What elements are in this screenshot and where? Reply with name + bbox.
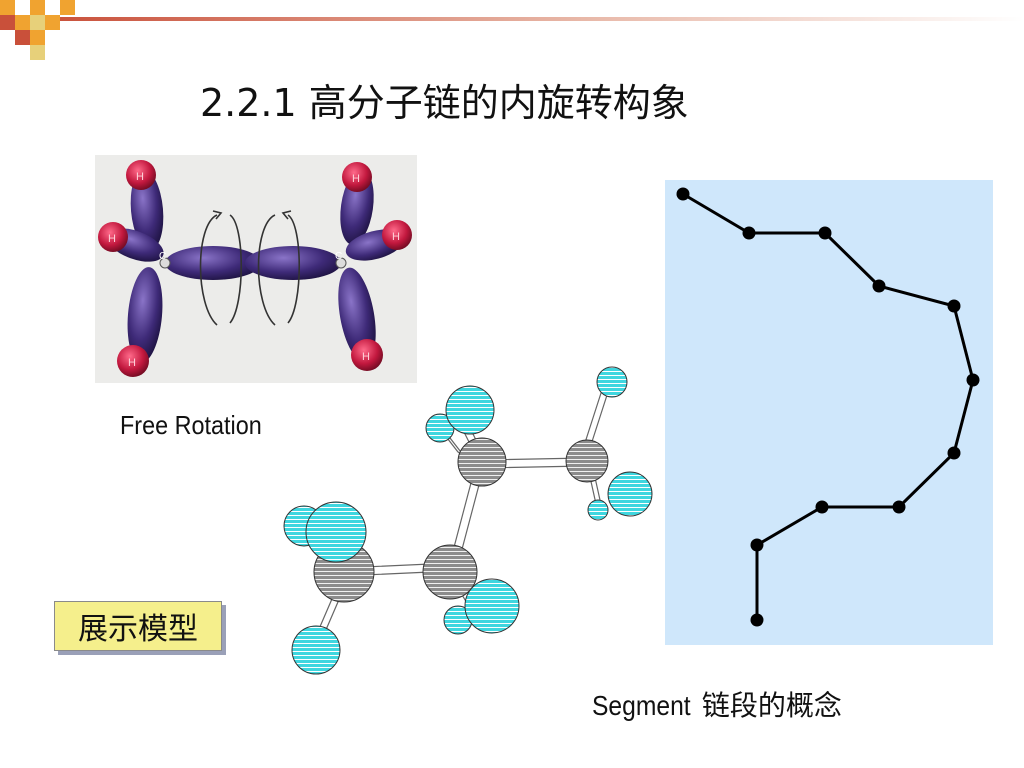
hydrogen-atom — [305, 501, 367, 563]
hydrogen-atom — [596, 366, 628, 398]
free-rotation-figure: H H H C C H H H — [95, 155, 417, 383]
orbital-lobe — [165, 246, 261, 280]
chain-node — [750, 538, 764, 552]
chain-node — [947, 446, 961, 460]
chain-node — [966, 373, 980, 387]
ball-stick-model — [283, 366, 653, 675]
segment-caption: Segment 链段的概念 — [592, 684, 842, 724]
hydrogen-atom — [291, 625, 341, 675]
atom-label: H — [136, 171, 144, 183]
chain-node — [676, 187, 690, 201]
header-square — [15, 30, 30, 45]
hydrogen-atom — [351, 339, 383, 371]
page-title: 2.2.1 高分子链的内旋转构象 — [200, 81, 689, 125]
chain-node — [742, 226, 756, 240]
orbital-lobe — [338, 267, 376, 363]
header-square — [60, 0, 75, 15]
header-square — [45, 15, 60, 30]
atom-label: H — [108, 233, 116, 245]
header-square — [0, 0, 15, 15]
header-square — [30, 0, 45, 15]
hydrogen-atom — [607, 471, 653, 517]
hydrogen-atom — [342, 162, 372, 192]
hydrogen-atom — [126, 160, 156, 190]
chain-node — [892, 500, 906, 514]
show-model-button[interactable]: 展示模型 — [54, 601, 222, 651]
hydrogen-atom — [98, 222, 128, 252]
chain-node — [818, 226, 832, 240]
carbon-atom — [565, 439, 609, 483]
free-rotation-caption: Free Rotation — [120, 410, 262, 440]
header-square — [30, 30, 45, 45]
atom-label: H — [352, 173, 360, 185]
header-square — [15, 15, 30, 30]
chain-node — [750, 613, 764, 627]
rotation-arrow-icon — [199, 210, 301, 326]
atom-label: H — [128, 357, 136, 369]
orbital-lobe — [127, 267, 163, 363]
hydrogen-atom — [587, 499, 609, 521]
header-square — [30, 45, 45, 60]
header-square — [15, 0, 30, 15]
hydrogen-atom — [464, 578, 520, 634]
hydrogen-atom — [117, 345, 149, 377]
carbon-atom — [335, 257, 347, 269]
atom-label: C — [159, 251, 166, 262]
chain-node — [947, 299, 961, 313]
atom-label: H — [392, 231, 400, 243]
header-decoration — [0, 0, 1024, 60]
chain-node — [872, 279, 886, 293]
carbon-atom — [159, 257, 171, 269]
chain-node — [815, 500, 829, 514]
segment-caption-zh: 链段的概念 — [701, 690, 842, 721]
orbital-lobe — [130, 170, 164, 250]
hydrogen-atom — [445, 385, 495, 435]
segment-chain-panel — [665, 180, 993, 645]
hydrogen-atom — [382, 220, 412, 250]
header-square — [0, 15, 15, 30]
chain-backbone — [682, 192, 975, 620]
atom-label: C — [335, 251, 342, 262]
header-square — [30, 15, 45, 30]
segment-chain-diagram — [676, 187, 980, 627]
segment-caption-en: Segment — [592, 690, 691, 721]
carbon-atom — [422, 544, 478, 600]
atom-label: H — [362, 351, 370, 363]
carbon-atom — [457, 437, 507, 487]
chain-nodes — [676, 187, 980, 627]
orbital-diagram: H H H C C H H H — [98, 160, 412, 377]
orbital-lobe — [245, 246, 341, 280]
